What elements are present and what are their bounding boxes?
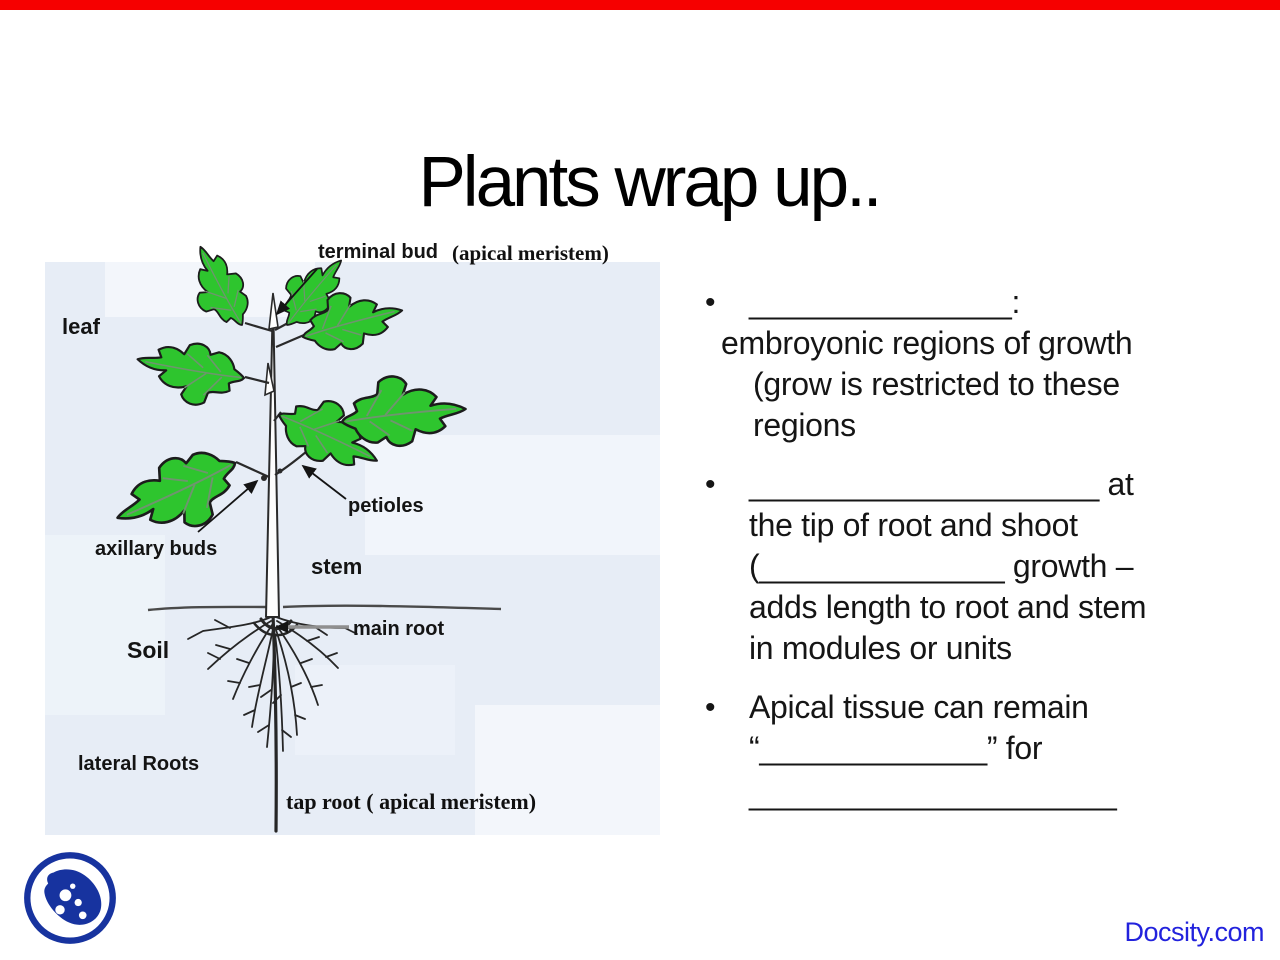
bullet-item: • Apical tissue can remain “____________… xyxy=(705,687,1250,814)
main-root-pointer xyxy=(275,621,349,633)
pointer-arrows xyxy=(197,268,347,533)
bullet-line: adds length to root and stem xyxy=(749,589,1147,625)
label-apical-meristem-top: (apical meristem) xyxy=(452,241,609,265)
lateral-bud-shape xyxy=(264,362,275,397)
bullet-line: (grow is restricted to these xyxy=(753,366,1120,402)
label-terminal-bud: terminal bud xyxy=(318,241,438,263)
bullet-line: Apical tissue can remain xyxy=(749,689,1089,725)
docsity-logo-icon xyxy=(24,852,116,944)
label-lateral-roots: lateral Roots xyxy=(78,753,199,775)
plant-diagram: terminal bud (apical meristem) leaf peti… xyxy=(45,235,660,835)
roots xyxy=(187,613,358,833)
label-petioles: petioles xyxy=(348,495,424,517)
bullet-line: in modules or units xyxy=(749,630,1012,666)
bullet-line: “_____________” for xyxy=(749,730,1043,766)
bullet-line: (______________ growth – xyxy=(749,548,1134,584)
label-axillary-buds: axillary buds xyxy=(95,538,217,560)
bullet-line: _____________________ xyxy=(749,775,1117,811)
bullet-item: • _______________: embroyonic regions of… xyxy=(705,282,1250,446)
bullet-marker: • xyxy=(705,691,716,724)
tap-root-line xyxy=(271,613,278,833)
bullet-marker: • xyxy=(705,286,716,319)
label-soil: Soil xyxy=(127,637,169,663)
terminal-bud-shape xyxy=(268,292,279,331)
label-main-root: main root xyxy=(353,618,444,640)
label-tap-root: tap root ( apical meristem) xyxy=(286,789,536,814)
bullet-line: _______________: xyxy=(749,284,1021,320)
bullet-marker: • xyxy=(705,468,716,501)
bullet-line: ____________________ at xyxy=(749,466,1134,502)
brand-text: Docsity.com xyxy=(1124,917,1264,947)
bullet-line: embroyonic regions of growth xyxy=(721,325,1133,361)
label-leaf: leaf xyxy=(62,314,101,339)
label-stem: stem xyxy=(311,554,362,579)
soil-line xyxy=(147,604,502,612)
bullet-item: • ____________________ at the tip of roo… xyxy=(705,464,1250,669)
bullet-list: • _______________: embroyonic regions of… xyxy=(705,282,1250,832)
bullet-line: the tip of root and shoot xyxy=(749,507,1078,543)
page-title: Plants wrap up.. xyxy=(418,142,882,222)
bullet-line: regions xyxy=(753,407,856,443)
top-red-bar xyxy=(0,0,1280,10)
